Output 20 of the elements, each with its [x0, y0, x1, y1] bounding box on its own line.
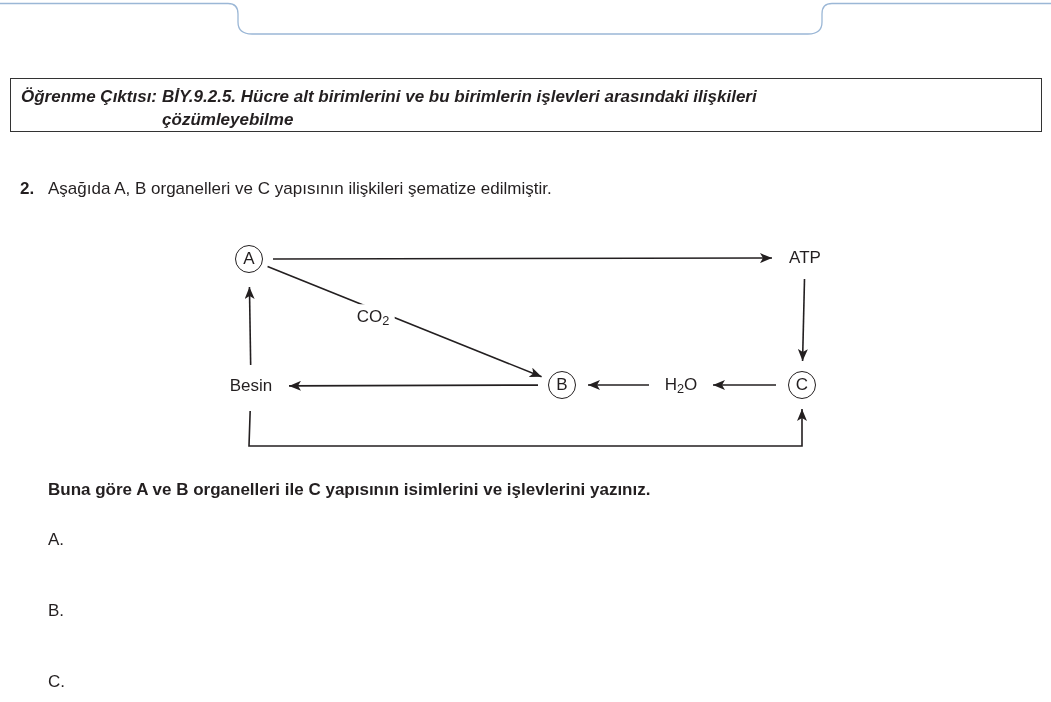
- substance-label: ATP: [782, 247, 828, 269]
- arrow: [248, 408, 807, 447]
- outcome-text: BİY.9.2.5. Hücre alt birimlerini ve bu birimlerin işlevleri arasındaki ilişkileri çözümleyebilme: [162, 86, 758, 131]
- arrow: [272, 253, 773, 264]
- substance-label: Besin: [223, 375, 279, 397]
- outcome-heading: Öğrenme Çıktısı:: [21, 86, 158, 108]
- substance-label: H$_{2}$O: [661, 373, 701, 397]
- answer-prompt: C.: [48, 671, 65, 693]
- question-text: Aşağıda A, B organelleri ve C yapısının ilişkileri şematize edilmiştir.: [48, 178, 552, 200]
- arrow: [797, 278, 808, 362]
- arrow: [712, 380, 777, 390]
- answer-prompt: B.: [48, 600, 65, 622]
- question-number: 2.: [20, 178, 35, 200]
- instruction-text: Buna göre A ve B organelleri ile C yapısının isimlerini ve işlevlerini yazınız.: [48, 479, 651, 501]
- arrow: [587, 380, 650, 390]
- learning-outcome-box: [10, 78, 1042, 132]
- arrow: [266, 265, 543, 378]
- arrow: [288, 380, 539, 391]
- arrow: [244, 286, 255, 366]
- answer-prompt: A.: [48, 529, 65, 551]
